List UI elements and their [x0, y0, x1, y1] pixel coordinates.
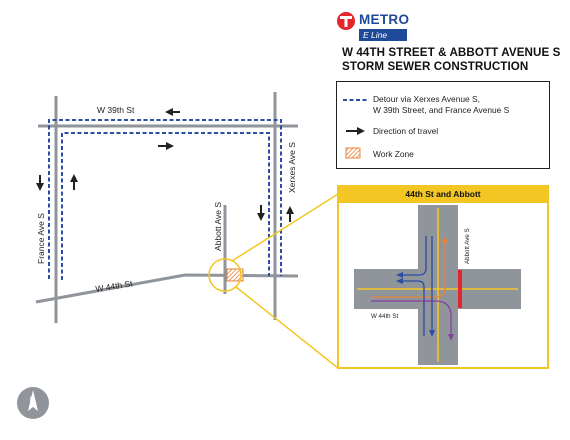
legend-direction-label: Direction of travel: [373, 126, 439, 136]
metro-brand: METRO E Line: [336, 10, 556, 42]
legend-work-zone-swatch: [345, 147, 361, 159]
inset-work-zone-closure: [458, 270, 462, 308]
svg-text:N: N: [30, 397, 34, 403]
label-xerxes: Xerxes Ave S: [287, 142, 297, 193]
road-w44: [35, 273, 299, 304]
callout-line-top: [231, 193, 339, 262]
inset-movements: [371, 236, 454, 341]
detour-outer: [48, 119, 282, 279]
work-zone-marker: [226, 268, 244, 282]
label-w44: W 44th St: [95, 278, 134, 294]
road-network: [35, 92, 299, 323]
metro-t-icon: [337, 12, 355, 30]
label-france: France Ave S: [36, 213, 46, 264]
inset-label-abbott: Abbott Ave S: [464, 228, 471, 264]
inset-label-w44: W 44th St: [371, 313, 398, 320]
brand-name: METRO: [359, 12, 410, 27]
legend-arrow-icon: [346, 127, 365, 135]
arrow-south-icon: [257, 205, 265, 221]
inset-panel: Abbott Ave S W 44th St: [337, 185, 549, 369]
move-orange-east-north: [371, 241, 446, 298]
north-arrow-icon: N: [17, 387, 49, 419]
label-w39: W 39th St: [97, 105, 135, 115]
label-abbott: Abbott Ave S: [213, 202, 223, 251]
move-purple-east-south: [371, 300, 452, 336]
arrow-south-icon: [36, 175, 44, 191]
move-blue-north-west: [401, 280, 425, 336]
direction-arrows: [36, 108, 294, 222]
legend-detour-line-1: Detour via Xerxes Avenue S,: [373, 94, 480, 104]
legend-box: Detour via Xerxes Avenue S, W 39th Stree…: [336, 81, 550, 169]
page-title: W 44TH STREET & ABBOTT AVENUE S STORM SE…: [342, 46, 567, 74]
move-blue-south-west: [401, 236, 427, 276]
title-line-2: STORM SEWER CONSTRUCTION: [342, 60, 529, 73]
detour-route: [48, 119, 282, 280]
legend-detour-label: Detour via Xerxes Avenue S, W 39th Stree…: [373, 94, 509, 116]
legend-detour-line-2: W 39th Street, and France Avenue S: [373, 105, 510, 115]
legend-symbols: [343, 99, 367, 159]
arrow-east-icon: [158, 142, 174, 150]
legend-work-zone-label: Work Zone: [373, 149, 414, 159]
focus-circle: [208, 258, 242, 292]
callout-line-bottom: [235, 286, 339, 369]
line-badge: E Line: [359, 29, 407, 41]
arrow-north-icon: [286, 206, 294, 222]
detour-inner: [61, 132, 270, 280]
arrow-west-icon: [165, 108, 180, 116]
arrow-north-icon: [70, 174, 78, 190]
inset-title: 44th St and Abbott: [338, 186, 548, 203]
title-line-1: W 44TH STREET & ABBOTT AVENUE S: [342, 46, 561, 59]
